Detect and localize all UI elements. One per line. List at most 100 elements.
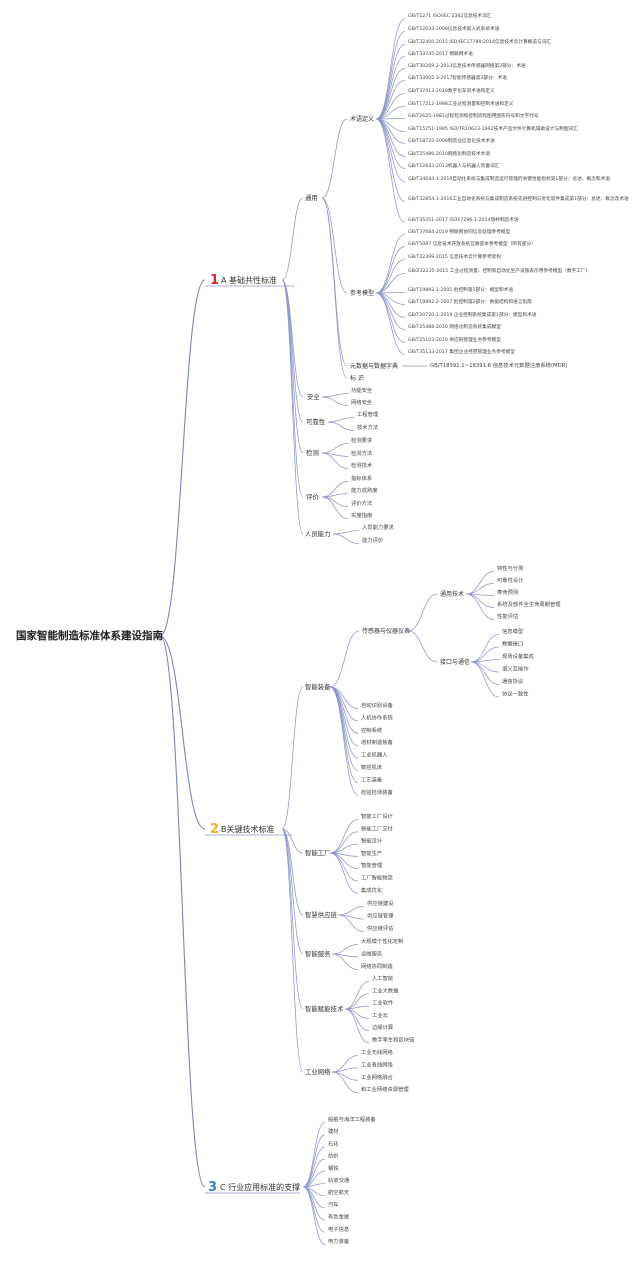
a-metadata-item: GB/T18391.1~18391.6 信息技术元数据注册系统(MDR) bbox=[430, 361, 567, 369]
connector bbox=[465, 593, 495, 620]
common-tech-item: 性能评估 bbox=[497, 612, 519, 620]
term-item: GB/T33745-2017 物联网术语 bbox=[408, 50, 473, 57]
equipment-item: 控制系统 bbox=[361, 726, 383, 734]
reliability-item: 技术方法 bbox=[357, 423, 378, 431]
connector bbox=[281, 686, 304, 830]
connector bbox=[375, 292, 406, 318]
connector bbox=[321, 396, 349, 406]
evaluation-item: 能力成熟度 bbox=[351, 486, 378, 494]
connector bbox=[375, 292, 406, 355]
a-personnel: 人员能力 bbox=[305, 529, 331, 538]
connector bbox=[281, 279, 304, 454]
empowering-tech-item: 工业软件 bbox=[372, 999, 394, 1007]
evaluation-item: 实施指南 bbox=[351, 511, 372, 519]
connector bbox=[329, 686, 359, 734]
a-reference-models: 参考模型 bbox=[350, 289, 374, 297]
connector bbox=[329, 686, 359, 784]
connector bbox=[159, 635, 206, 830]
term-item: GB/T37413-2019数字化车间术语和定义 bbox=[408, 87, 495, 94]
connector bbox=[331, 944, 359, 955]
industry-item: 石化 bbox=[328, 1139, 339, 1147]
empowering-tech-item: 人工智能 bbox=[372, 974, 394, 982]
connector bbox=[344, 981, 370, 1010]
connector bbox=[302, 1186, 326, 1245]
connector bbox=[375, 234, 406, 294]
a-metadata: 元数据与数据字典 bbox=[350, 362, 398, 370]
connector bbox=[337, 906, 365, 916]
leaf-nodes: GB/T5271 ISO/IEC 2382信息技术词汇GB/T22033-200… bbox=[328, 12, 629, 1245]
a-identification: 标 识 bbox=[350, 374, 364, 382]
term-item: GB/T34044.1-2019自动化系统与集成制造运行管理的关键性能指标第1部… bbox=[408, 175, 610, 182]
security-item: 功能安全 bbox=[351, 386, 373, 394]
b-factory: 智能工厂 bbox=[305, 848, 331, 857]
connector bbox=[302, 1186, 326, 1233]
network-item: 和工业网络资源管理 bbox=[361, 1085, 409, 1093]
connector bbox=[327, 417, 355, 423]
personnel-item: 人员能力要求 bbox=[362, 523, 394, 531]
connector bbox=[329, 686, 359, 771]
connector bbox=[329, 831, 359, 854]
evaluation-item: 指标体系 bbox=[351, 474, 372, 482]
equipment-item: 增材制造装备 bbox=[361, 738, 393, 746]
reference-model-item: GB/T35133-2017 集团企业经营管理业务参考模型 bbox=[408, 348, 515, 355]
connector bbox=[327, 421, 355, 431]
reliability-item: 工程管理 bbox=[357, 410, 379, 418]
industry-item: 汽车 bbox=[328, 1200, 339, 1208]
interface-item: 现场设备集成 bbox=[502, 652, 534, 660]
security-item: 网络安全 bbox=[351, 398, 373, 406]
branch-b-number: 2 bbox=[210, 822, 219, 837]
factory-item: 集成优化 bbox=[361, 886, 383, 894]
connector bbox=[302, 1134, 326, 1188]
empowering-tech-item: 边缘计算 bbox=[372, 1023, 394, 1031]
branch-a-number: 1 bbox=[210, 273, 219, 288]
connector bbox=[302, 1186, 326, 1209]
connector bbox=[470, 661, 500, 685]
term-item: GB/T25486-2010网络化制造技术术语 bbox=[408, 150, 490, 157]
branch-a-label: A 基础共性标准 bbox=[221, 275, 277, 285]
reference-model-item: GB/T5087 信息技术开放系统互联基本参考模型（所有部分） bbox=[408, 240, 536, 247]
branch-c-label: C 行业应用标准的支撑 bbox=[220, 1182, 300, 1192]
evaluation-item: 评价方法 bbox=[351, 499, 372, 507]
connector bbox=[321, 197, 348, 379]
industry-item: 电力装备 bbox=[328, 1237, 350, 1245]
connector bbox=[375, 273, 406, 294]
connector bbox=[407, 630, 438, 663]
a-security: 安全 bbox=[307, 392, 320, 401]
connector bbox=[281, 828, 304, 854]
term-item: GB/T15751-1995 ISO/TR10623-1992技术产品文件计算机… bbox=[408, 125, 578, 132]
connector bbox=[332, 533, 360, 544]
network-item: 工业无线网络 bbox=[361, 1048, 393, 1056]
branch-b-label: B关键技术标准 bbox=[221, 824, 275, 834]
network-item: 工业有线网络 bbox=[361, 1060, 393, 1068]
factory-item: 工厂智能物流 bbox=[361, 874, 393, 882]
a-terms: 术语定义 bbox=[350, 115, 374, 123]
testing-item: 检测技术 bbox=[351, 461, 373, 469]
industry-item: 钢铁 bbox=[328, 1164, 339, 1172]
service-item: 大规模个性化定制 bbox=[361, 937, 403, 945]
branch-c-number: 3 bbox=[208, 1180, 217, 1195]
factory-item: 智能工厂设计 bbox=[361, 812, 393, 820]
common-tech-item: 系统及部件全生命周期管理 bbox=[497, 600, 561, 608]
a-general: 通用 bbox=[305, 193, 318, 202]
a-testing: 检测 bbox=[306, 448, 319, 457]
connector bbox=[321, 197, 348, 367]
reference-model-item: GB/T25488-2010 网络化制造系统集成模型 bbox=[408, 323, 501, 330]
connector bbox=[375, 56, 406, 120]
equipment-item: 人机协作系统 bbox=[361, 713, 393, 721]
connector bbox=[321, 393, 349, 398]
connector bbox=[302, 1158, 326, 1188]
branch-b: 2 B关键技术标准 bbox=[210, 822, 275, 837]
term-item: GB/T5271 ISO/IEC 2382信息技术词汇 bbox=[408, 12, 492, 19]
supply-chain-item: 供应链管理 bbox=[367, 912, 394, 920]
industry-item: 电子信息 bbox=[328, 1225, 349, 1233]
industry-item: 建材 bbox=[328, 1127, 339, 1135]
common-tech-item: 寿命预测 bbox=[497, 588, 518, 596]
term-item: GB/T12643-2013机器人与机器人装备词汇 bbox=[408, 162, 500, 169]
reference-model-item: GB/T32399-2015 信息技术云计算参考架构 bbox=[408, 253, 501, 260]
connector bbox=[375, 68, 406, 120]
connector bbox=[281, 279, 304, 535]
connector bbox=[159, 635, 206, 1188]
connector bbox=[302, 1146, 326, 1188]
connector bbox=[281, 197, 304, 281]
connector bbox=[281, 828, 304, 916]
